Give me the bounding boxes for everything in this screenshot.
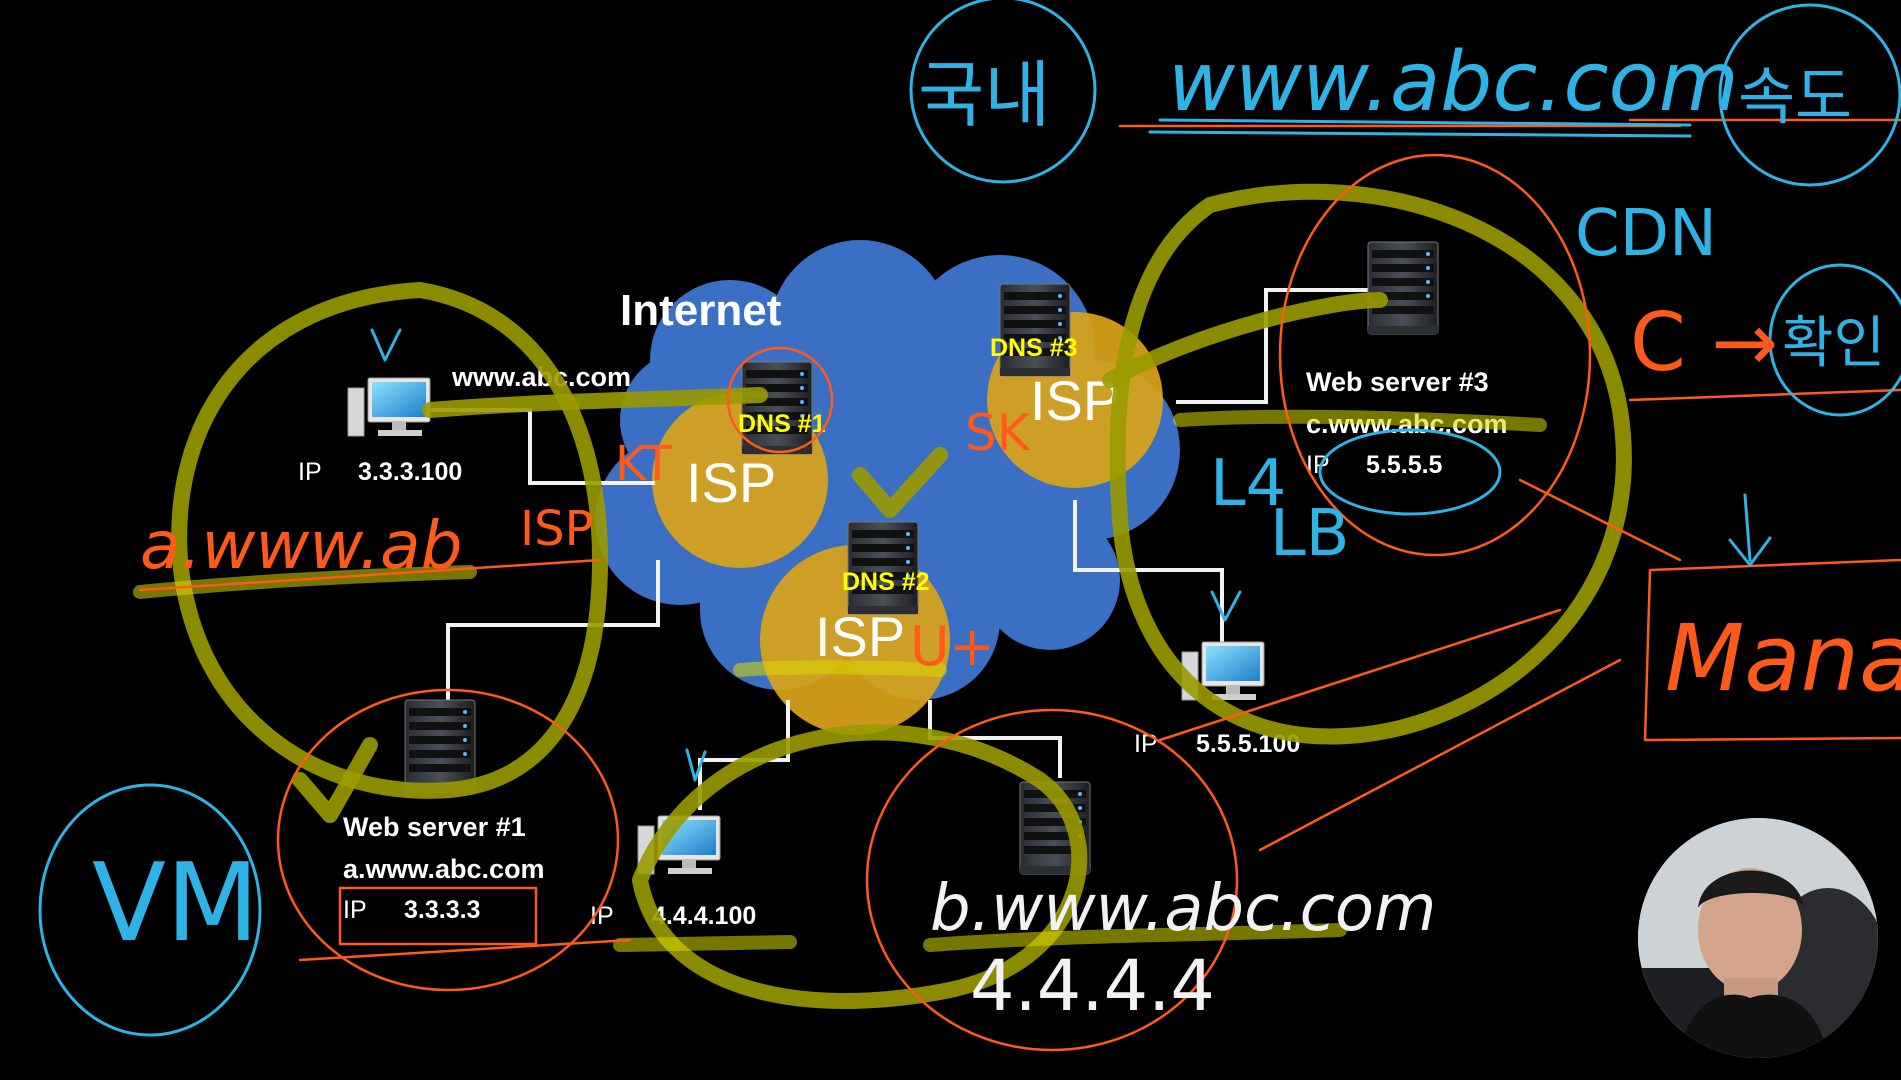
hand-c-arrow: C →: [1630, 296, 1778, 389]
hand-sokdo: 속도: [1738, 60, 1852, 133]
hand-vm: VM: [92, 841, 259, 966]
dns-3-label: DNS #3: [990, 334, 1078, 362]
isp-1-label: ISP: [686, 451, 776, 514]
client-1-ip: 3.3.3.100: [358, 458, 462, 486]
hand-top-domain: www.abc.com: [1168, 35, 1739, 130]
hand-lb: LB: [1270, 497, 1350, 571]
server-rack-icon: [1367, 241, 1439, 335]
hand-cdn: CDN: [1575, 197, 1717, 271]
web-server-1-ip-prefix: IP: [343, 896, 367, 924]
cyan-annotation-strokes: [38, 0, 1901, 1037]
hand-bottom-ip: 4.4.4.4: [970, 945, 1215, 1027]
web-server-1-name: Web server #1: [343, 812, 526, 842]
web-server-3-ip: 5.5.5.5: [1366, 451, 1443, 479]
hand-manager: Manage: [1665, 605, 1901, 712]
web-server-1-host: a.www.abc.com: [343, 854, 545, 884]
hand-bottom-domain: b.www.abc.com: [930, 872, 1436, 946]
web-server-3-name: Web server #3: [1306, 367, 1489, 397]
presenter-avatar: [1638, 818, 1878, 1058]
web-server-1-ip: 3.3.3.3: [404, 896, 480, 924]
client-2: IP 4.4.4.100: [590, 815, 756, 930]
client-1-ip-prefix: IP: [298, 458, 322, 486]
client-2-ip: 4.4.4.100: [652, 902, 756, 930]
hand-l4: L4: [1210, 447, 1286, 521]
web-server-1: Web server #1 a.www.abc.com IP 3.3.3.3: [343, 699, 545, 924]
isp-2-label: ISP: [815, 605, 905, 668]
dns-1-label: DNS #1: [738, 410, 826, 438]
isp-node-1: DNS #1 ISP: [652, 361, 828, 568]
orange-annotation-strokes: [138, 118, 1901, 1052]
hand-hwakin: 확인: [1782, 311, 1885, 376]
hand-gukne: 국내: [918, 53, 1050, 137]
desktop-computer-icon: [347, 377, 431, 437]
presenter-webcam: [1638, 818, 1878, 1058]
isp-node-2: DNS #2 ISP: [760, 521, 950, 735]
client-2-ip-prefix: IP: [590, 902, 614, 930]
hand-left-isp: ISP: [520, 501, 594, 557]
olive-annotation-strokes: [133, 183, 1632, 1009]
dns-2-label: DNS #2: [842, 568, 930, 596]
hand-left-domain: a.www.ab: [140, 507, 462, 584]
hand-sk: SK: [965, 404, 1031, 462]
internet-label: Internet: [620, 286, 782, 335]
server-rack-icon: [404, 699, 476, 793]
hand-u-plus: U+: [910, 615, 995, 678]
hand-kt: KT: [615, 436, 673, 492]
